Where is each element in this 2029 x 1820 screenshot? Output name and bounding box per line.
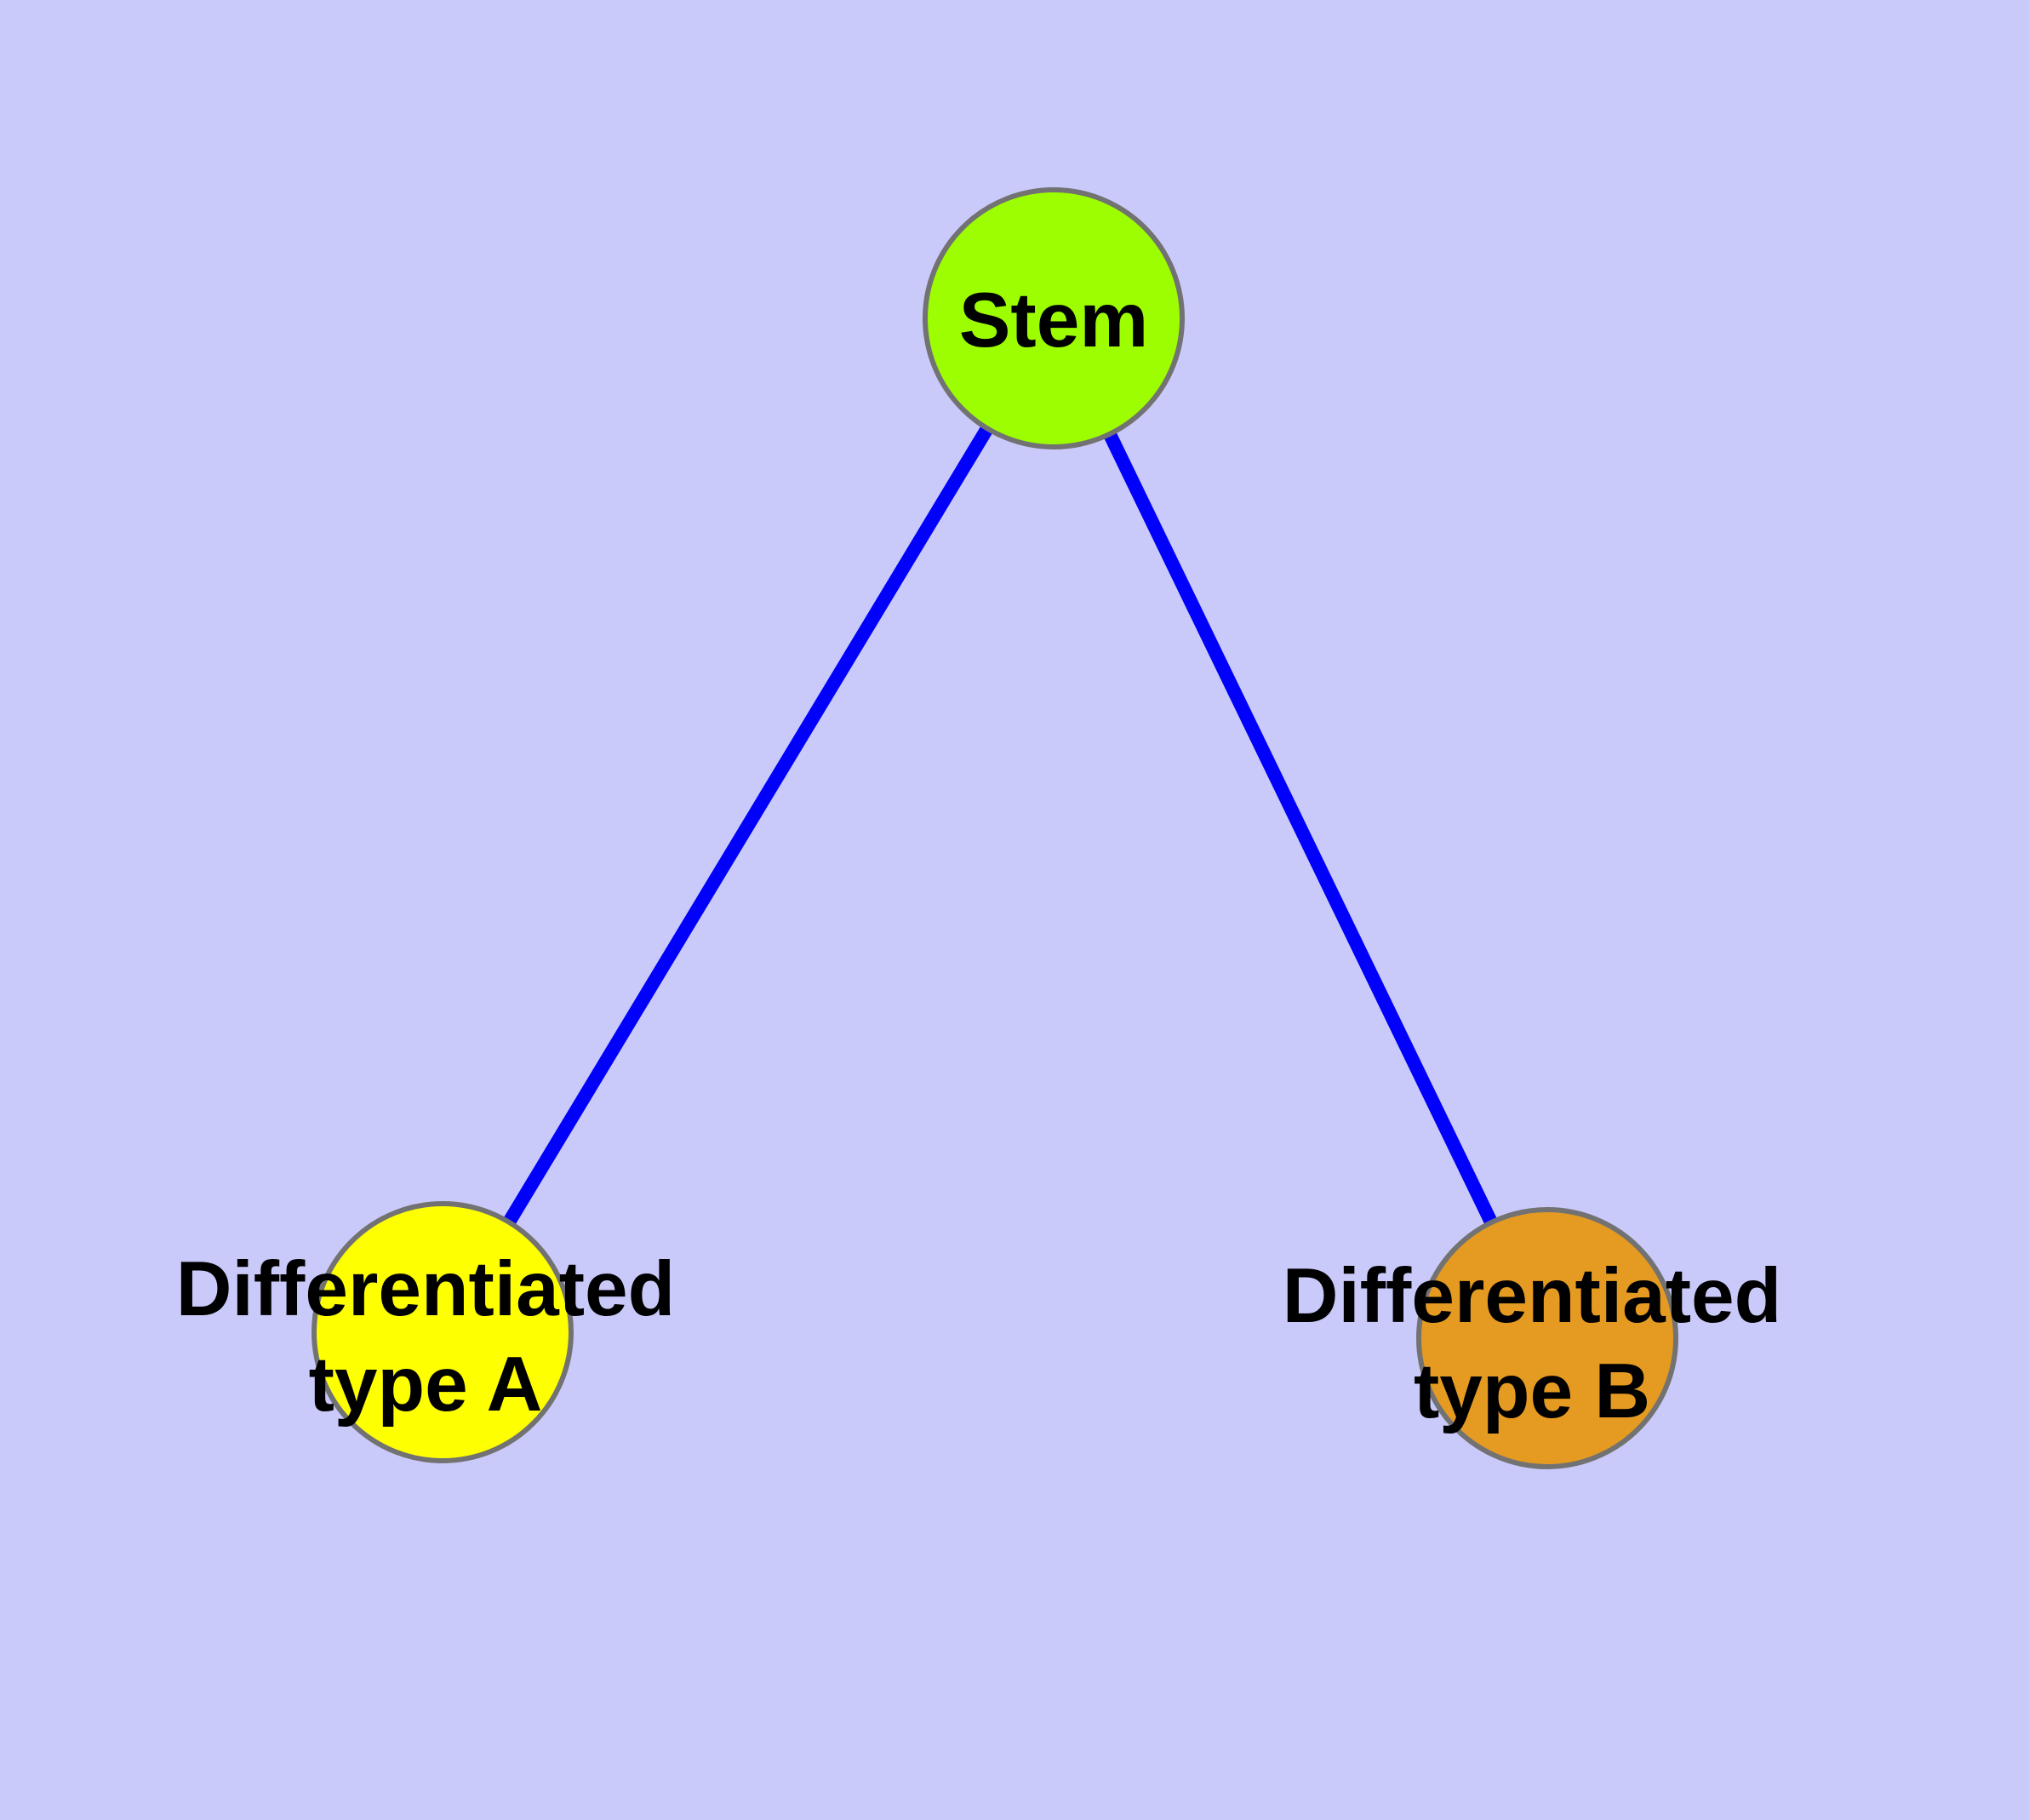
node-stem-label: Stem	[959, 278, 1149, 363]
node-differentiated-type-a[interactable]	[311, 1201, 574, 1463]
node-differentiated-type-b[interactable]	[1416, 1207, 1678, 1469]
edge-stem-to-type-b	[1047, 315, 1554, 1342]
node-type-a-label-line2: type A	[309, 1342, 543, 1428]
node-type-b-label-line2: type B	[1414, 1348, 1650, 1434]
node-type-a-label-line1: Differentiated	[176, 1246, 676, 1332]
node-stem[interactable]	[923, 187, 1185, 449]
edge-stem-to-type-a	[437, 314, 1060, 1336]
node-type-b-label-line1: Differentiated	[1283, 1253, 1782, 1339]
